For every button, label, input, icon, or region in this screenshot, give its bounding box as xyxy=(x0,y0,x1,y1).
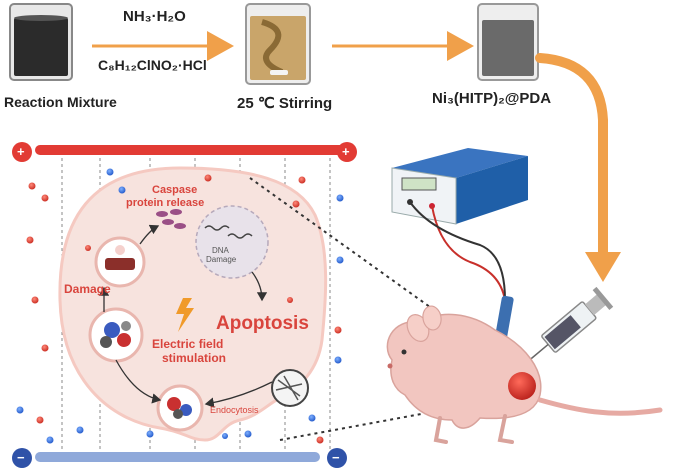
mof-particle-outside xyxy=(271,369,309,407)
process-arrows xyxy=(98,224,273,408)
lightning-icon xyxy=(176,298,194,332)
mof-vesicle-bottom xyxy=(156,384,204,432)
mof-vesicle-mid xyxy=(88,307,144,363)
positive-electrode-plate xyxy=(35,145,347,155)
zoom-lines xyxy=(249,177,516,441)
positive-terminal-right xyxy=(337,142,357,162)
step-1-label: Reaction Mixture xyxy=(4,94,117,110)
step-2-label: 25 ℃ Stirring xyxy=(237,95,333,112)
damaged-vesicle xyxy=(94,236,146,288)
beaker-product xyxy=(477,3,539,81)
cell-nucleus xyxy=(195,205,269,279)
positive-symbol-left: + xyxy=(17,144,25,159)
negative-electrode-plate xyxy=(35,452,320,462)
dna-damage-label-line2: Damage xyxy=(206,255,237,264)
step-3-label: Ni₃(HITP)₂@PDA xyxy=(432,90,552,107)
dna-strands-icon xyxy=(204,225,253,239)
dna-damage-label-line1: DNA xyxy=(212,246,229,255)
damage-label: Damage xyxy=(64,282,111,296)
negative-terminal-right xyxy=(327,448,347,468)
reagent-2-label: C₈H₁₂ClNO₂·HCl xyxy=(98,57,207,73)
apoptosis-label: Apoptosis xyxy=(216,313,309,334)
negative-terminal-left xyxy=(12,448,32,468)
positive-terminal-left xyxy=(12,142,32,162)
caspase-label-line1: Caspase xyxy=(152,184,198,196)
efield-label-line2: stimulation xyxy=(162,351,227,365)
tumor-icon xyxy=(508,372,536,400)
endocytosis-label: Endocytosis xyxy=(210,405,259,415)
electrode-wires xyxy=(409,201,506,301)
negative-symbol-right: − xyxy=(332,450,340,465)
mouse-illustration xyxy=(386,305,663,444)
positive-symbol-right: + xyxy=(342,144,350,159)
negative-symbol-left: − xyxy=(17,450,25,465)
product-to-injection-arrow xyxy=(535,53,608,263)
reagent-1-label: NH₃·H₂O xyxy=(123,8,186,25)
caspase-proteins-icon xyxy=(156,209,186,229)
power-supply-device xyxy=(391,148,528,225)
syringe-icon xyxy=(527,286,614,362)
caspase-label-line2: protein release xyxy=(126,197,205,209)
efield-label-line1: Electric field xyxy=(152,337,224,351)
ions xyxy=(16,168,344,444)
beaker-stirring xyxy=(245,3,311,85)
beaker-reaction-mixture xyxy=(9,3,73,81)
